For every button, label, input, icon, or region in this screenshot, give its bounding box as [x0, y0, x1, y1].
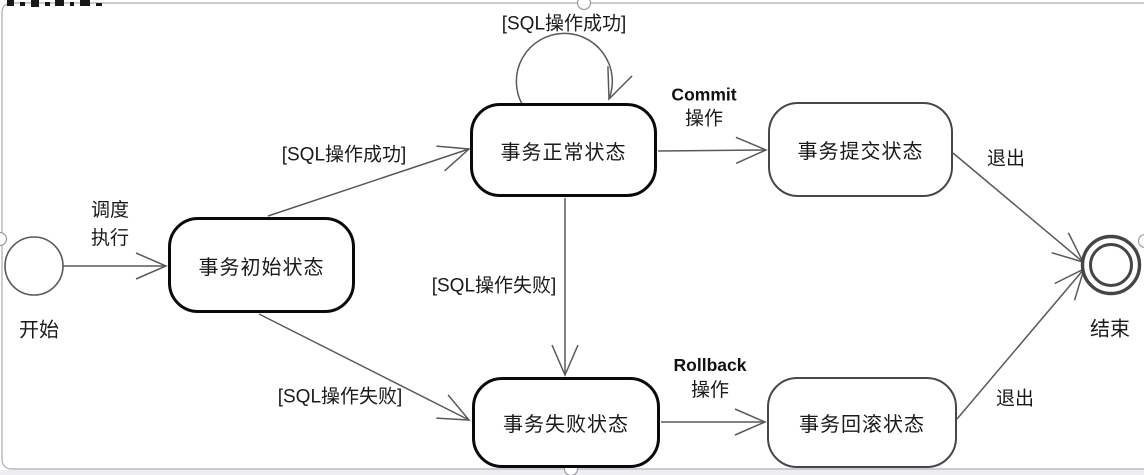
- edge-label-exit-bottom: 退出: [995, 388, 1035, 410]
- edge-label-commit-line1: Commit: [671, 84, 737, 105]
- edge-label-sql-fail-vertical: [SQL操作失败]: [431, 275, 557, 297]
- state-initial[interactable]: 事务初始状态: [168, 217, 355, 313]
- edge-label-rollback-line1: Rollback: [673, 355, 747, 375]
- state-rollback-label: 事务回滚状态: [799, 414, 925, 436]
- edge-label-commit-op: Commit 操作: [671, 83, 736, 132]
- state-failed-label: 事务失败状态: [503, 414, 629, 436]
- start-state-label: 开始: [19, 319, 59, 342]
- handle-left[interactable]: [0, 231, 8, 247]
- edge-label-commit-line2: 操作: [684, 108, 724, 130]
- edge-sql-success: [267, 145, 471, 217]
- edge-label-schedule-line2: 执行: [90, 228, 130, 249]
- state-rollback[interactable]: 事务回滚状态: [767, 377, 957, 468]
- start-state-node[interactable]: [4, 236, 64, 296]
- end-state-label: 结束: [1090, 318, 1130, 341]
- handle-right[interactable]: [1137, 233, 1144, 249]
- state-failed[interactable]: 事务失败状态: [472, 377, 660, 468]
- state-commit-label: 事务提交状态: [797, 141, 924, 163]
- edge-label-schedule-line1: 调度: [90, 200, 130, 221]
- edge-label-rollback-line2: 操作: [690, 380, 730, 401]
- edge-sql-success-loop: [515, 32, 633, 105]
- edge-sql-fail-diagonal: [258, 313, 471, 421]
- edge-exit-bottom: [956, 267, 1086, 420]
- edge-label-schedule: 调度执行: [91, 197, 129, 253]
- edge-label-sql-fail-diagonal: [SQL操作失败]: [277, 386, 403, 408]
- edge-label-sql-success-loop: [SQL操作成功]: [501, 13, 627, 35]
- edge-commit-op: [657, 136, 768, 164]
- state-commit[interactable]: 事务提交状态: [768, 102, 953, 197]
- state-normal[interactable]: 事务正常状态: [470, 103, 657, 197]
- edges: [63, 32, 1086, 436]
- clipped-text-fragment: [7, 0, 102, 7]
- state-initial-label: 事务初始状态: [198, 256, 325, 279]
- state-normal-label: 事务正常状态: [500, 141, 627, 164]
- edge-label-exit-top: 退出: [986, 148, 1026, 170]
- handle-top[interactable]: [576, 0, 592, 11]
- end-state-node[interactable]: [1080, 234, 1142, 296]
- edge-label-rollback-op: Rollback 操作: [674, 353, 747, 403]
- edge-exit-top: [952, 152, 1085, 264]
- edge-label-sql-success: [SQL操作成功]: [281, 144, 407, 166]
